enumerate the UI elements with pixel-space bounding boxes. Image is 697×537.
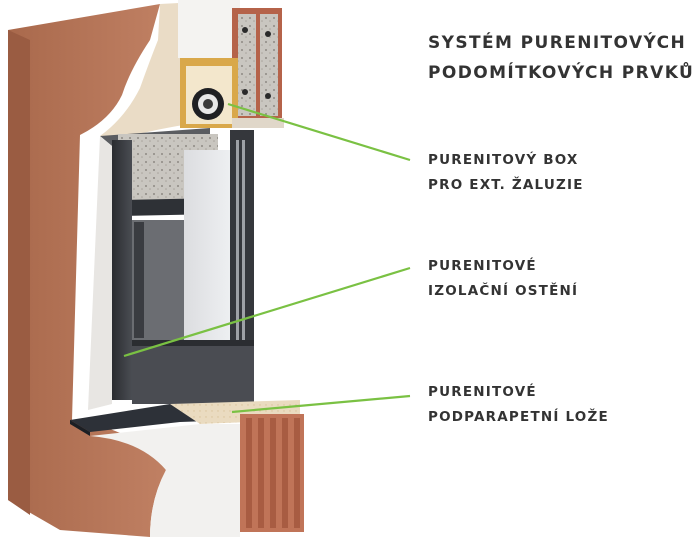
callout-sill-bed-line-1: PURENITOVÉ: [428, 384, 537, 400]
bottom-rail: [132, 340, 254, 404]
callout-purenit-box-line-2: PRO EXT. ŽALUZIE: [428, 177, 584, 193]
callout-line-box: [227, 102, 411, 162]
callout-insulation-reveal: PURENITOVÉ IZOLAČNÍ OSTĚNÍ: [428, 254, 578, 304]
render-top: [178, 0, 240, 58]
callout-purenit-box-line-1: PURENITOVÝ BOX: [428, 152, 579, 168]
title-line-2: PODOMÍTKOVÝCH PRVKŮ: [428, 63, 695, 83]
title-line-1: SYSTÉM PURENITOVÝCH: [428, 33, 687, 53]
callout-insulation-reveal-line-2: IZOLAČNÍ OSTĚNÍ: [428, 283, 579, 299]
reveal-left: [88, 136, 112, 410]
callout-sill-bed-line-2: PODPARAPETNÍ LOŽE: [428, 409, 609, 425]
glazing: [184, 150, 232, 360]
lower-render: [90, 424, 240, 537]
brick-wall-edge: [8, 30, 30, 515]
window-frame-left: [112, 140, 132, 400]
callout-lines: [123, 102, 411, 414]
callout-line-reveal: [123, 266, 411, 358]
callout-line-sill: [231, 394, 411, 414]
brick-wall: [8, 4, 166, 537]
callout-sill-bed: PURENITOVÉ PODPARAPETNÍ LOŽE: [428, 380, 609, 430]
diagram-title: SYSTÉM PURENITOVÝCH PODOMÍTKOVÝCH PRVKŮ: [428, 28, 694, 88]
callout-purenit-box: PURENITOVÝ BOX PRO EXT. ŽALUZIE: [428, 148, 584, 198]
callout-insulation-reveal-line-1: PURENITOVÉ: [428, 258, 537, 274]
